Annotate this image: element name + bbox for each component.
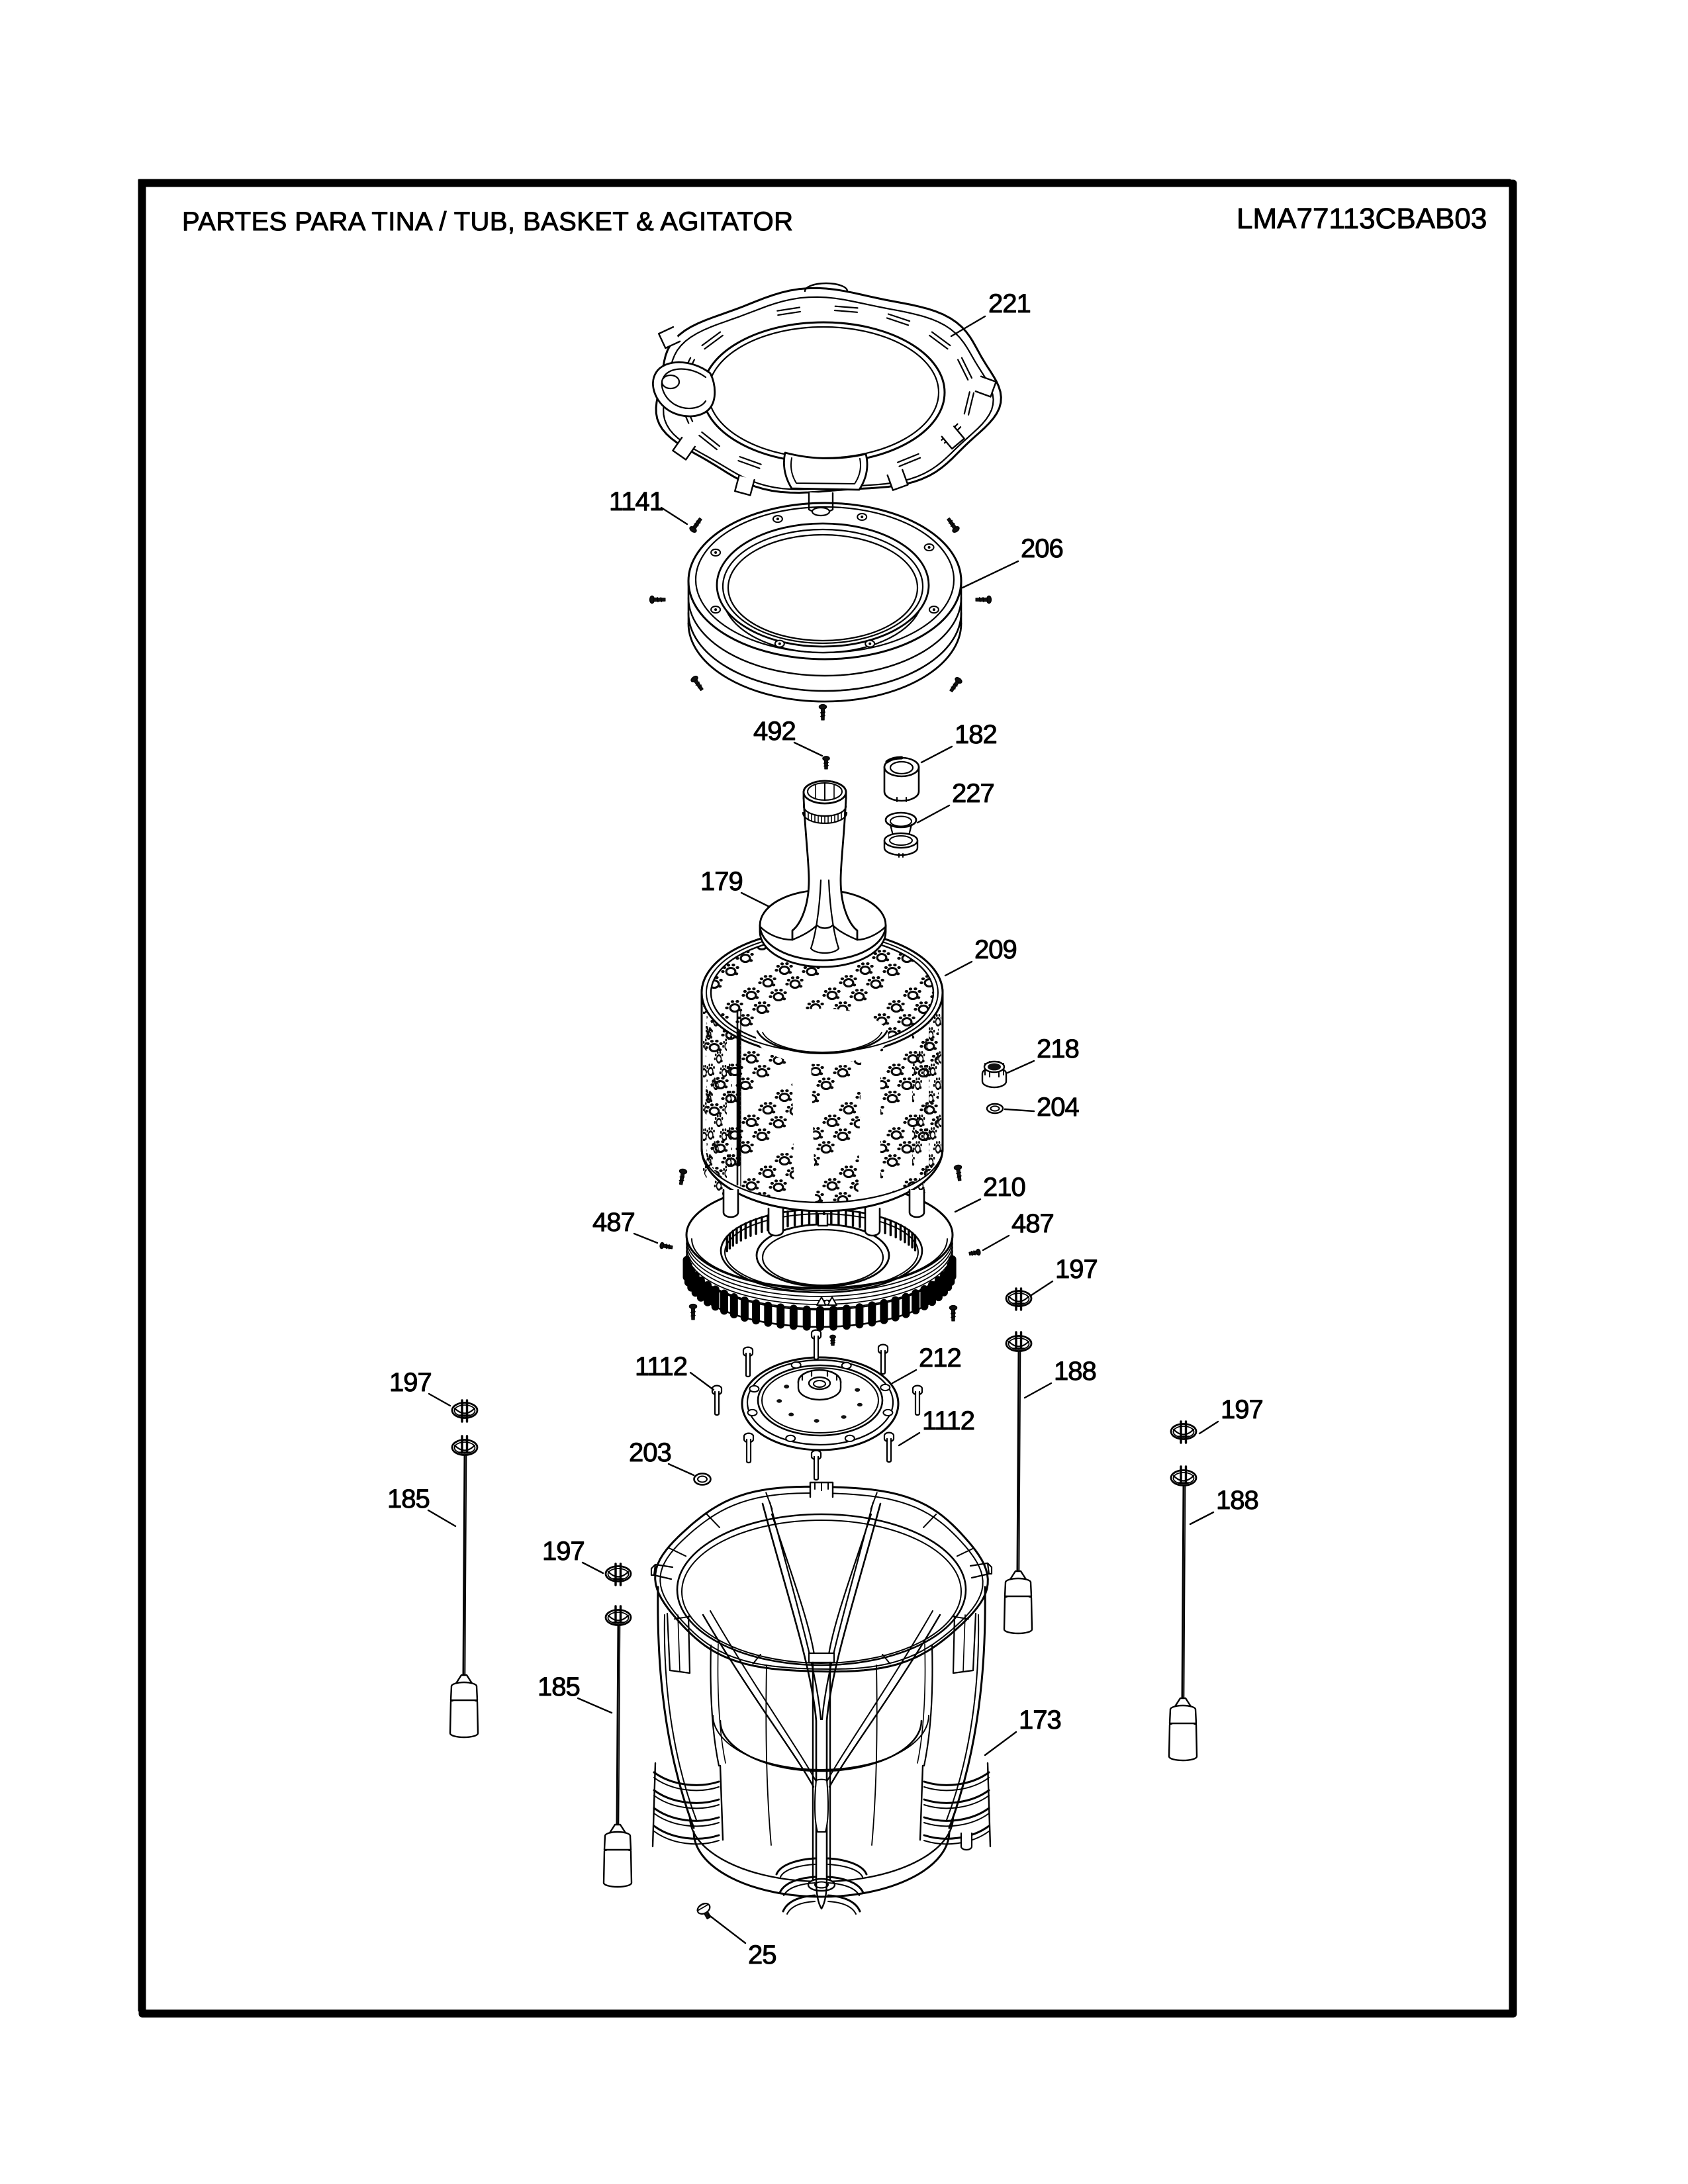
svg-text:182: 182: [955, 720, 997, 749]
svg-text:212: 212: [919, 1343, 961, 1373]
svg-text:227: 227: [952, 779, 994, 808]
svg-text:209: 209: [974, 935, 1017, 964]
svg-text:LMA77113CBAB03: LMA77113CBAB03: [1237, 203, 1487, 235]
svg-text:173: 173: [1019, 1706, 1061, 1735]
svg-text:1112: 1112: [922, 1406, 974, 1435]
svg-text:PARTES PARA TINA / TUB, BASK: PARTES PARA TINA / TUB, BASKET & AGITATO…: [182, 207, 793, 236]
svg-text:188: 188: [1054, 1357, 1096, 1386]
svg-text:197: 197: [1055, 1255, 1098, 1284]
svg-text:218: 218: [1037, 1034, 1079, 1064]
svg-text:197: 197: [389, 1368, 432, 1397]
svg-text:197: 197: [1221, 1395, 1263, 1424]
svg-text:1141: 1141: [609, 487, 663, 516]
svg-text:221: 221: [988, 289, 1031, 318]
svg-text:492: 492: [753, 717, 796, 746]
svg-text:487: 487: [1011, 1209, 1054, 1238]
svg-text:185: 185: [538, 1672, 580, 1702]
svg-text:197: 197: [542, 1537, 585, 1566]
svg-text:25: 25: [748, 1940, 776, 1970]
svg-text:487: 487: [592, 1208, 635, 1237]
svg-text:206: 206: [1021, 534, 1063, 563]
svg-text:210: 210: [983, 1173, 1025, 1202]
svg-text:179: 179: [700, 867, 743, 896]
svg-text:203: 203: [629, 1438, 671, 1467]
svg-text:204: 204: [1037, 1093, 1079, 1122]
svg-text:185: 185: [387, 1484, 430, 1514]
svg-text:1112: 1112: [635, 1352, 687, 1381]
svg-text:188: 188: [1216, 1486, 1258, 1515]
